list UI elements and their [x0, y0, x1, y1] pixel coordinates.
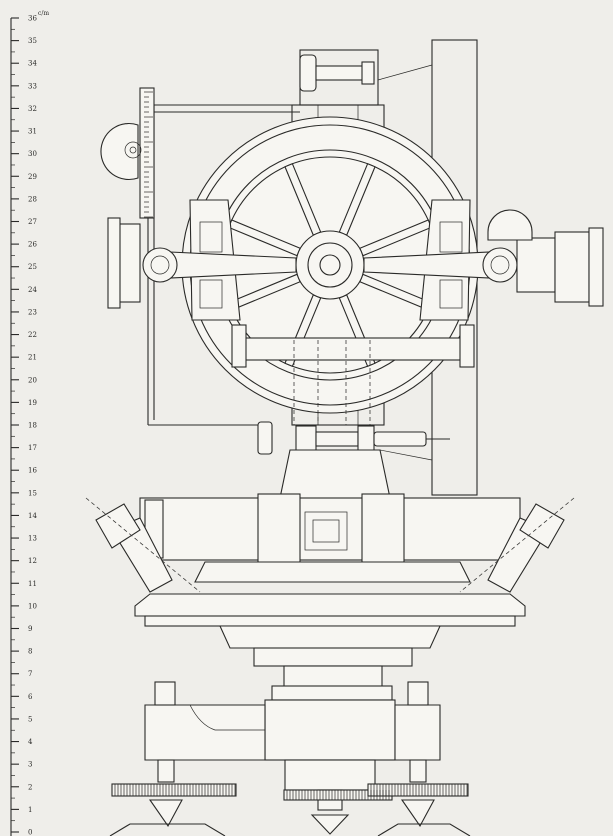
ruler-tick-label: 19 [28, 399, 37, 407]
ruler-tick-label: 9 [28, 625, 32, 633]
ruler-labels: 0123456789101112131415161718192021222324… [28, 15, 37, 836]
ruler-tick-label: 6 [28, 693, 33, 701]
ruler-tick-label: 10 [28, 602, 37, 610]
ruler-tick-label: 1 [28, 806, 32, 814]
ruler-tick-label: 31 [28, 128, 37, 136]
ruler-tick-label: 4 [28, 738, 33, 746]
ruler-tick-label: 14 [28, 512, 37, 520]
ruler-tick-label: 8 [28, 648, 32, 656]
left-foot-plate [111, 783, 237, 797]
level-tube [237, 337, 469, 361]
ruler-tick-label: 24 [28, 286, 37, 294]
ruler-tick-label: 12 [28, 557, 37, 565]
vernier-strip [139, 87, 155, 219]
ruler-tick-label: 13 [28, 535, 37, 543]
ruler-tick-label: 2 [28, 783, 32, 791]
ruler-tick-label: 15 [28, 489, 37, 497]
wheel-hub [295, 230, 365, 300]
ruler-tick-label: 32 [28, 105, 37, 113]
ruler-tick-label: 34 [28, 60, 37, 68]
horizontal-circle [134, 561, 526, 701]
ruler-tick-label: 35 [28, 37, 37, 45]
ruler-tick-label: 30 [28, 150, 37, 158]
right-microscope-ring [482, 247, 518, 283]
right-leveling-screw [400, 681, 435, 828]
left-gear-dial [100, 122, 142, 181]
limb-disc [134, 593, 526, 617]
foot-plate-knurling [114, 784, 468, 800]
ruler-tick-label: 16 [28, 467, 37, 475]
ruler-tick-label: 17 [28, 444, 37, 452]
ruler-tick-label: 28 [28, 195, 37, 203]
ruler-tick-label: 26 [28, 241, 37, 249]
vernier-strip-ticks [144, 91, 153, 218]
striding-level [231, 324, 475, 425]
ruler-tick-label: 22 [28, 331, 37, 339]
ruler-tick-label: 27 [28, 218, 37, 226]
ruler-tick-label: 20 [28, 376, 37, 384]
right-angled-microscope [459, 497, 575, 593]
main-telescope-tube [139, 497, 521, 561]
ruler-tick-label: 7 [28, 670, 32, 678]
centimeter-scale-ruler: 0123456789101112131415161718192021222324… [10, 10, 49, 836]
ruler-tick-label: 33 [28, 82, 37, 90]
ruler-tick-label: 25 [28, 263, 37, 271]
ruler-tick-label: 0 [28, 829, 32, 836]
top-clamp-screw [299, 54, 375, 92]
ruler-tick-label: 36 [28, 15, 37, 23]
left-eyepiece [117, 223, 141, 303]
tangent-screw-assembly [257, 421, 450, 455]
ruler-tick-label: 11 [28, 580, 37, 588]
right-eyepiece [516, 237, 556, 293]
upper-plate-body [85, 449, 575, 593]
horizontal-axis-arm [107, 209, 604, 309]
left-angled-microscope [85, 497, 201, 593]
left-leveling-screw [148, 681, 183, 828]
ruler-tick-label: 21 [28, 354, 37, 362]
ruler-tick-label: 5 [28, 715, 32, 723]
ruler-tick-label: 29 [28, 173, 37, 181]
ruler-ticks [11, 17, 19, 833]
ruler-tick-label: 23 [28, 308, 37, 316]
tribrach-base [109, 681, 471, 836]
left-microscope-ring [142, 247, 178, 283]
ruler-unit-label: c/m [38, 10, 49, 17]
ruler-tick-label: 18 [28, 422, 37, 430]
ruler-tick-label: 3 [28, 761, 32, 769]
